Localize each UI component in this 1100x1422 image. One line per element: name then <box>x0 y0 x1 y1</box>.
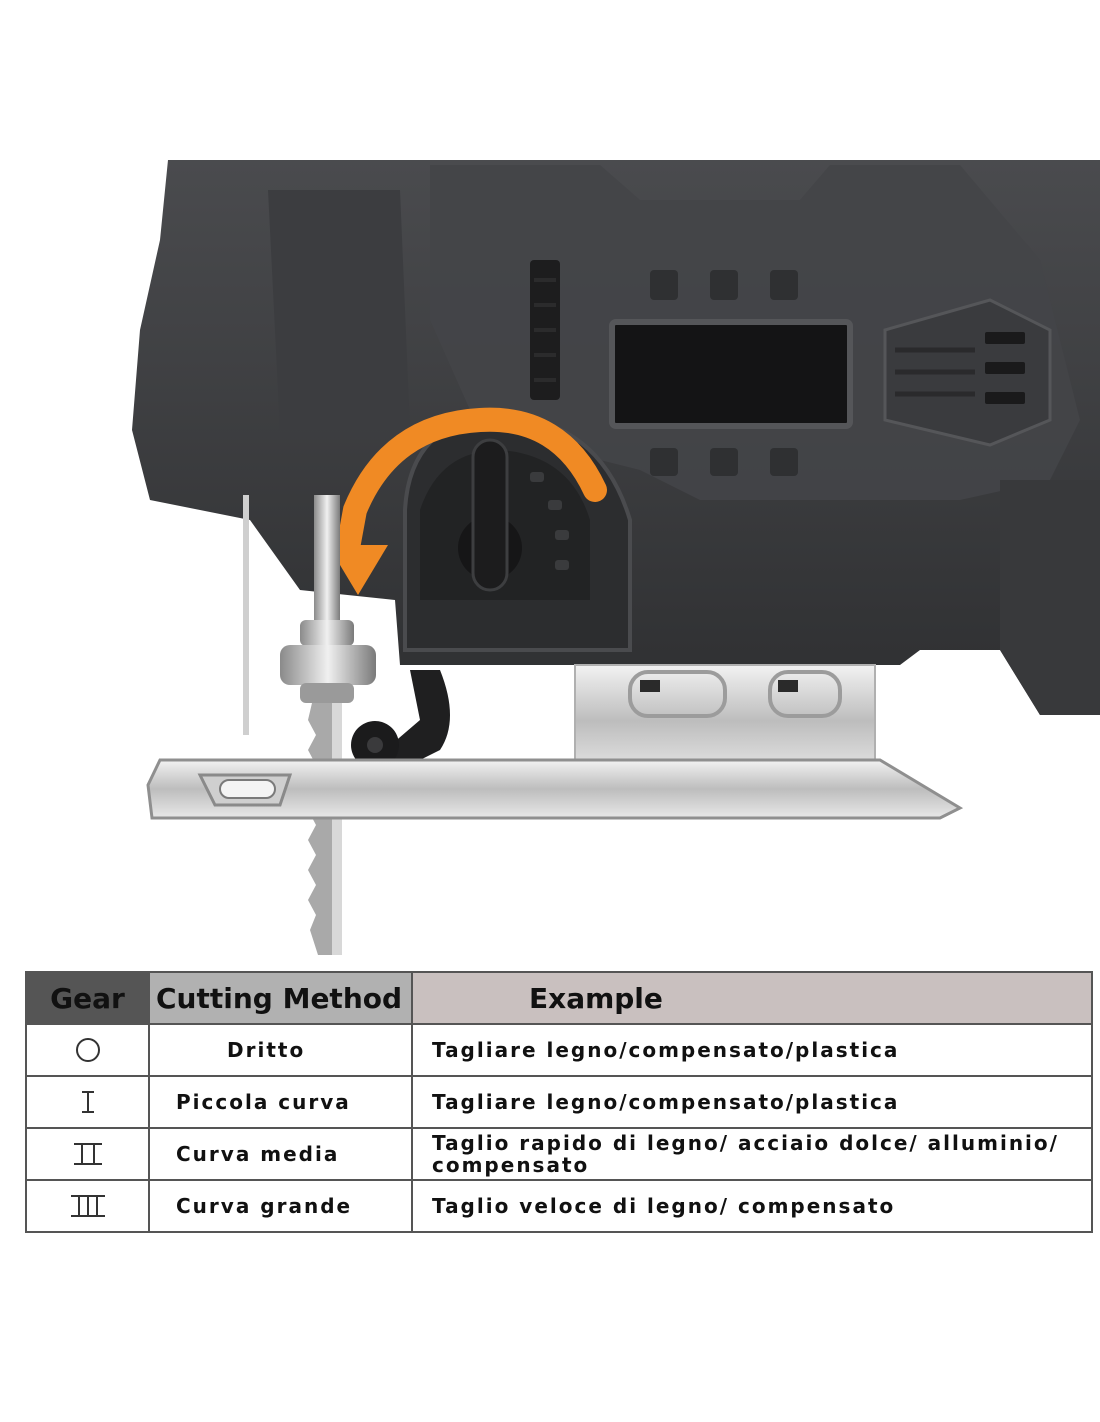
table-row: Curva media Taglio rapido di legno/ acci… <box>25 1127 1093 1181</box>
example-cell: Tagliare legno/compensato/plastica <box>411 1075 1093 1129</box>
gear-cell <box>25 1127 150 1181</box>
gear-cell <box>25 1075 150 1129</box>
circle-icon <box>75 1038 100 1062</box>
method-cell: Curva media <box>148 1127 413 1181</box>
table-row: Piccola curva Tagliare legno/compensato/… <box>25 1075 1093 1129</box>
gear-table: Gear Cutting Method Example Dritto Tagli… <box>25 971 1093 1233</box>
guide-roller <box>351 670 450 770</box>
roman-three-icon <box>70 1195 105 1217</box>
header-cutting-method: Cutting Method <box>148 971 413 1025</box>
rotation-arrow <box>328 407 607 595</box>
table-row: Dritto Tagliare legno/compensato/plastic… <box>25 1023 1093 1077</box>
blade-assembly <box>243 495 376 955</box>
header-example: Example <box>411 971 1093 1025</box>
example-cell: Tagliare legno/compensato/plastica <box>411 1023 1093 1077</box>
roman-two-icon <box>73 1143 102 1165</box>
gear-cell <box>25 1179 150 1233</box>
jigsaw-illustration <box>132 160 1100 955</box>
table-header-row: Gear Cutting Method Example <box>25 971 1093 1025</box>
method-cell: Curva grande <box>148 1179 413 1233</box>
header-gear: Gear <box>25 971 150 1025</box>
method-cell: Dritto <box>148 1023 413 1077</box>
method-cell: Piccola curva <box>148 1075 413 1129</box>
base-plate <box>146 664 964 820</box>
example-cell: Taglio rapido di legno/ acciaio dolce/ a… <box>411 1127 1093 1181</box>
example-cell: Taglio veloce di legno/ compensato <box>411 1179 1093 1233</box>
roman-one-icon <box>81 1091 94 1113</box>
tool-body <box>132 160 1100 715</box>
gear-cell <box>25 1023 150 1077</box>
table-row: Curva grande Taglio veloce di legno/ com… <box>25 1179 1093 1233</box>
